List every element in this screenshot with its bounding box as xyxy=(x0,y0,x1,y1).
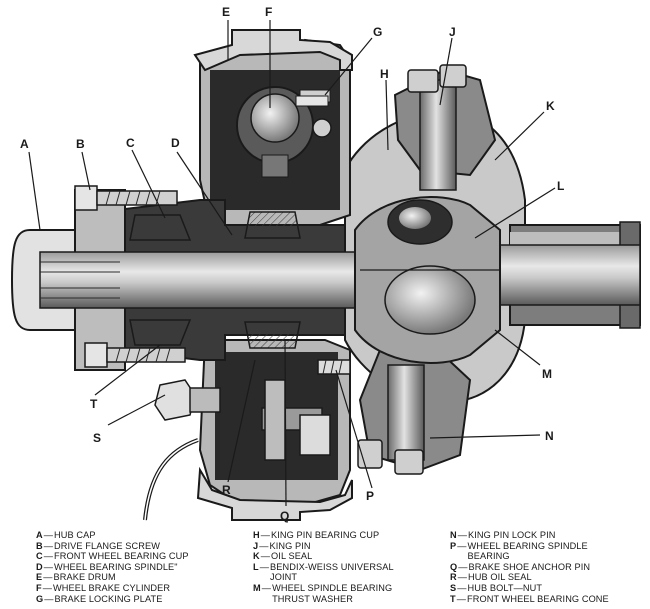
callout-A: A xyxy=(20,137,29,151)
callout-labels: A B C D E F G H J K L M N P Q R S T xyxy=(20,5,564,523)
outer-bearing-lower xyxy=(129,319,192,346)
inner-axle-shaft xyxy=(479,244,641,306)
callout-L: L xyxy=(557,179,564,193)
callout-F: F xyxy=(265,5,272,19)
callout-G: G xyxy=(373,25,382,39)
callout-B: B xyxy=(76,137,85,151)
callout-D: D xyxy=(171,136,180,150)
callout-J: J xyxy=(449,25,456,39)
front-wheel-bearing-cone-screw xyxy=(84,342,186,368)
callout-Q: Q xyxy=(280,509,289,523)
callout-R: R xyxy=(222,483,231,497)
callout-N: N xyxy=(545,429,554,443)
callout-P: P xyxy=(366,489,374,503)
inner-bearing-lower xyxy=(244,321,301,349)
inner-bearing xyxy=(244,211,301,239)
hub-bolt-nut xyxy=(154,379,221,421)
callout-K: K xyxy=(546,99,555,113)
callout-T: T xyxy=(90,397,98,411)
callout-C: C xyxy=(126,136,135,150)
king-pin-upper xyxy=(419,79,457,191)
king-pin-lower xyxy=(387,364,425,461)
leader-lines xyxy=(28,20,556,507)
callout-H: H xyxy=(380,67,389,81)
outer-bearing xyxy=(129,214,192,241)
callout-M: M xyxy=(542,367,552,381)
brake-hose xyxy=(143,438,199,521)
brake-drum-lower xyxy=(196,466,353,521)
callout-S: S xyxy=(93,431,101,445)
callout-E: E xyxy=(222,5,230,19)
axle-shaft xyxy=(39,251,371,309)
